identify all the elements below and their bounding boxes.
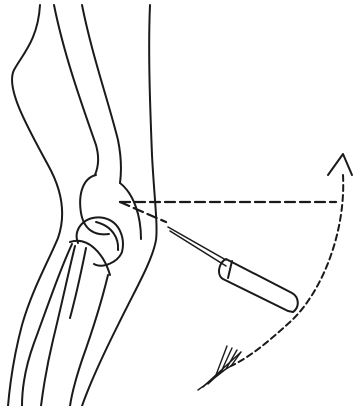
arrowhead-icon xyxy=(328,154,352,175)
horizontal-dashed-line xyxy=(120,202,336,222)
femur-bone-icon xyxy=(54,5,141,239)
needle-icon xyxy=(168,227,226,266)
limb-outline-icon xyxy=(8,5,157,406)
syringe-icon xyxy=(219,259,298,312)
feathered-tail-icon xyxy=(198,346,241,390)
